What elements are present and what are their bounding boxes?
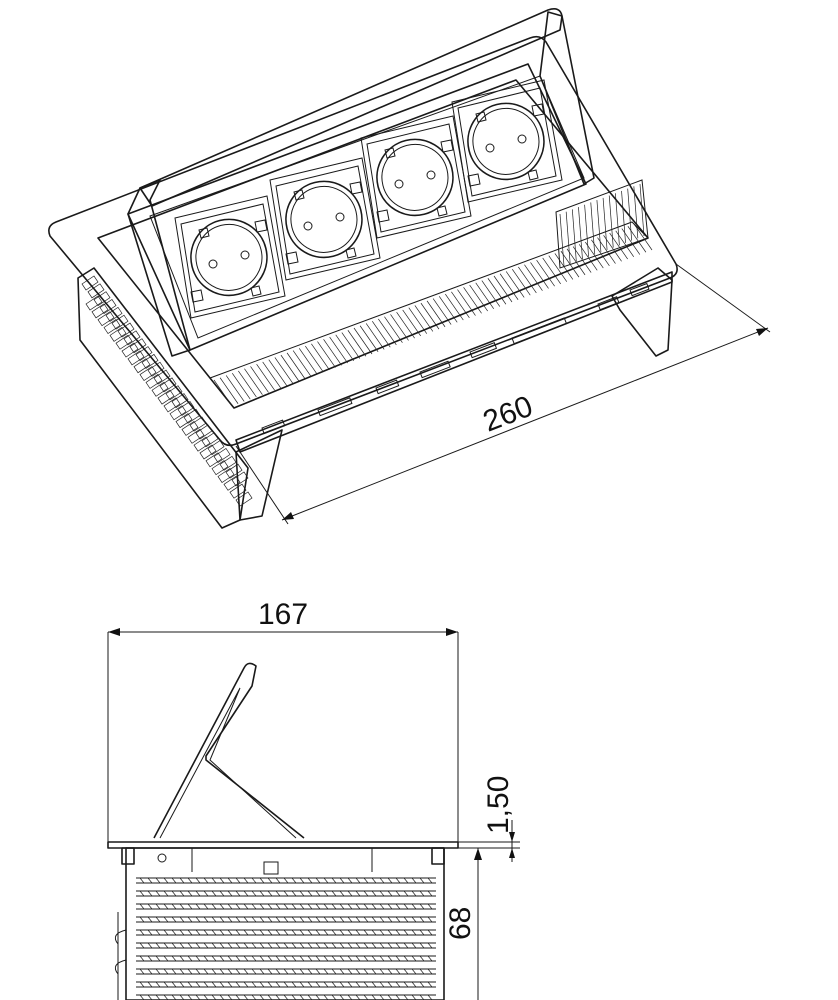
flange-inner <box>97 79 649 409</box>
dimension-depth-label: 68 <box>444 907 477 940</box>
side-screw <box>157 853 167 863</box>
side-housing-ribs <box>136 877 436 1000</box>
dimension-flange-thickness: 1,50 <box>458 776 520 862</box>
lid-side-left <box>127 179 191 357</box>
housing-leg-left <box>235 429 283 521</box>
side-cable-hook <box>114 912 127 1000</box>
housing-bottom-rail <box>235 271 673 453</box>
side-clip-left <box>121 847 135 865</box>
socket-3 <box>360 115 472 239</box>
socket-panel-face <box>149 75 585 339</box>
side-lid <box>153 662 305 839</box>
flange-outer <box>48 35 678 447</box>
socket-4 <box>451 79 563 203</box>
socket-1 <box>174 195 286 319</box>
housing-leg-right <box>611 267 673 357</box>
isometric-view: 260 <box>48 8 771 529</box>
brush-strip-rear <box>555 179 649 269</box>
dimension-flange-thickness-label: 1,50 <box>482 776 515 834</box>
lid-side-right <box>539 11 595 185</box>
socket-panel-frame <box>127 63 587 351</box>
dimension-width: 167 <box>107 598 459 842</box>
side-flange <box>107 841 459 849</box>
dimension-width-label: 167 <box>258 598 308 631</box>
dimension-depth: 68 <box>444 847 486 1000</box>
dimension-length-label: 260 <box>479 390 538 439</box>
side-lid-inner <box>159 687 297 839</box>
lid <box>139 8 563 207</box>
side-housing <box>125 847 445 1000</box>
side-latch <box>263 861 279 875</box>
socket-2 <box>269 157 381 281</box>
side-view: 167 1,50 68 <box>107 598 520 1000</box>
dimension-length: 260 <box>235 263 771 525</box>
side-clip-right <box>431 847 445 865</box>
